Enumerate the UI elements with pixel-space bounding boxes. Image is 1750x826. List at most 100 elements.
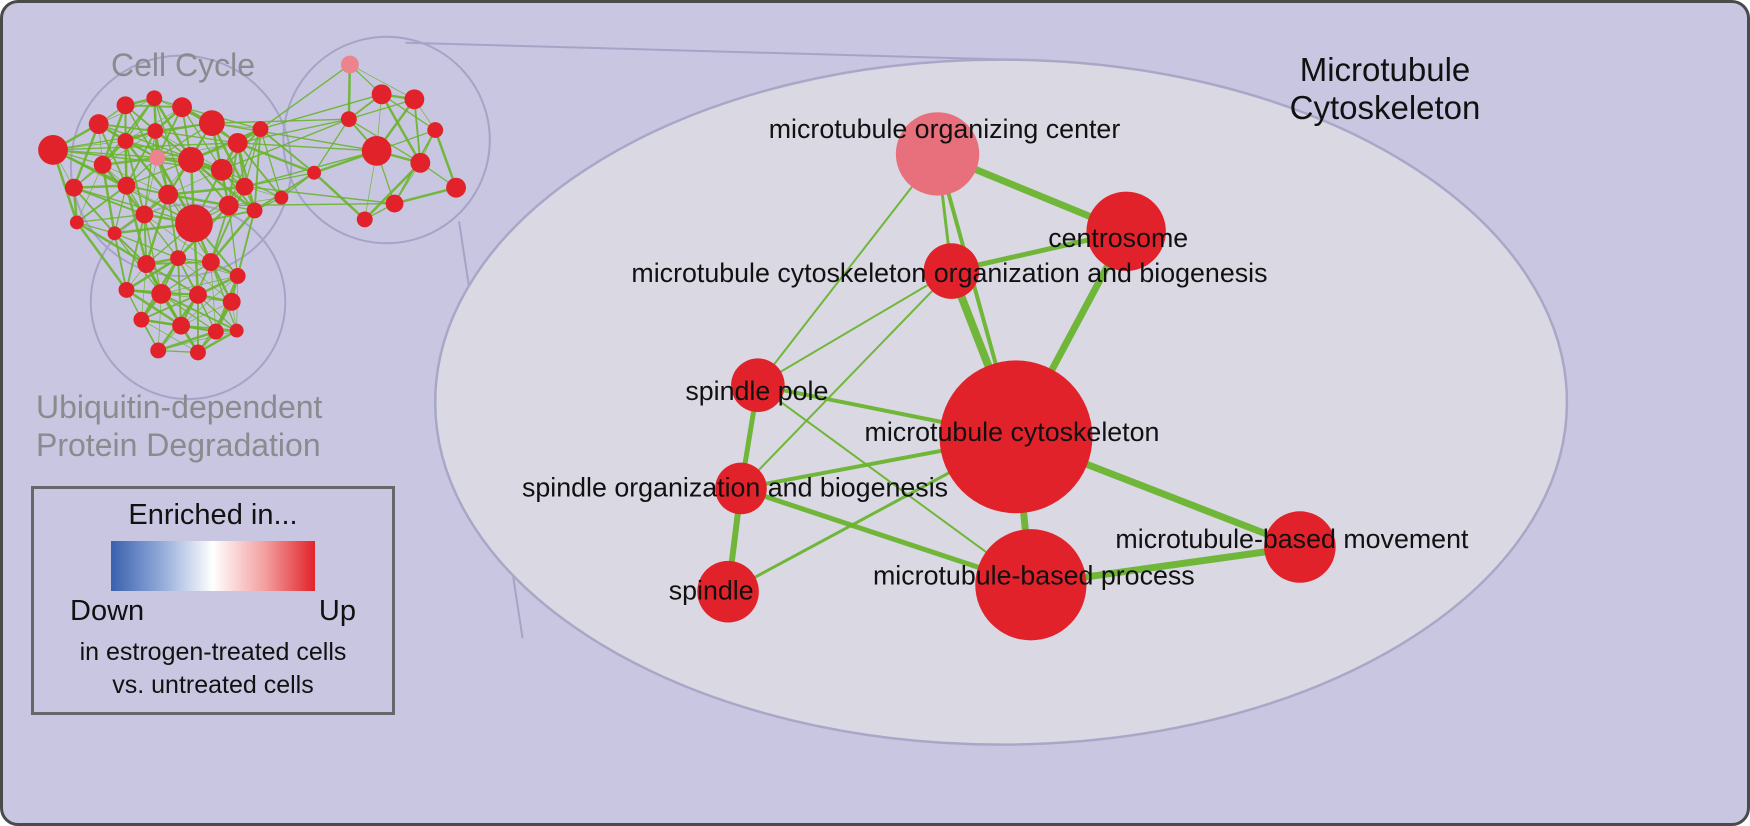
cluster-circle-microtubule — [282, 35, 491, 245]
overview-edge — [102, 156, 158, 167]
overview-edge — [260, 63, 351, 130]
overview-edge — [210, 261, 238, 331]
overview-edge — [244, 172, 315, 188]
legend-caption: in estrogen-treated cells vs. untreated … — [34, 636, 392, 701]
overview-node — [150, 342, 167, 359]
node-label-mbm: microtubule-based movement — [1115, 524, 1469, 554]
overview-edge — [75, 221, 128, 291]
overview-node — [252, 121, 269, 138]
legend-gradient-bar — [111, 541, 315, 591]
overview-edge — [144, 157, 158, 215]
zoom-cluster-title: Microtubule Cytoskeleton — [1235, 51, 1535, 128]
overview-node — [178, 146, 204, 173]
overview-edge — [228, 205, 239, 277]
overview-node — [274, 190, 289, 205]
overview-edge — [76, 184, 128, 224]
edge-sp-mbp — [757, 384, 1032, 586]
overview-node — [222, 292, 241, 311]
legend-caption-line1: in estrogen-treated cells — [79, 638, 347, 666]
overview-edge — [237, 118, 349, 144]
overview-node — [149, 149, 166, 166]
overview-edge — [76, 213, 145, 224]
edge-moc-sp — [757, 153, 939, 386]
overview-node — [147, 123, 164, 140]
overview-node — [361, 136, 392, 166]
overview-edge — [52, 149, 192, 161]
legend-up-label: Up — [318, 595, 356, 627]
overview-edge — [180, 301, 232, 326]
overview-edge — [113, 233, 128, 291]
overview-edge — [253, 129, 262, 211]
node-mtc — [939, 360, 1093, 514]
overview-edge — [236, 210, 256, 277]
overview-edge — [145, 194, 170, 265]
overview-edge — [168, 185, 245, 196]
overview-edge — [244, 185, 395, 205]
overview-edge — [125, 214, 146, 291]
overview-node — [427, 122, 444, 139]
overview-edge — [114, 232, 179, 259]
overview-edge — [125, 257, 179, 291]
overview-node — [189, 285, 207, 304]
node-spi — [697, 560, 759, 623]
overview-edge — [259, 128, 282, 198]
overview-edge — [52, 142, 238, 151]
overview-edge — [211, 122, 377, 152]
overview-node — [116, 96, 135, 115]
node-label-moc: microtubule organizing center — [769, 114, 1121, 144]
overview-node — [210, 158, 233, 181]
overview-edge — [221, 118, 350, 171]
overview-edge — [237, 141, 315, 174]
overview-edge — [236, 142, 256, 211]
overview-edge — [143, 214, 179, 259]
overview-node — [207, 323, 224, 340]
overview-node — [246, 202, 263, 219]
overview-edge — [143, 214, 162, 295]
overview-edge — [313, 118, 350, 174]
overview-edge — [180, 275, 238, 326]
overview-edge — [348, 98, 415, 120]
legend-down-label: Down — [70, 595, 145, 627]
overview-node — [190, 344, 206, 361]
node-mbp — [975, 529, 1087, 641]
overview-edge — [363, 161, 422, 221]
overview-edge — [73, 186, 195, 225]
node-label-mbp: microtubule-based process — [873, 561, 1195, 591]
zoom-cone-line — [405, 41, 1010, 61]
overview-node — [410, 152, 431, 173]
overview-edge — [155, 130, 238, 144]
overview-edge — [125, 185, 148, 265]
overview-edge — [76, 221, 147, 266]
overview-node — [446, 177, 466, 198]
overview-edge — [236, 142, 283, 199]
node-label-so: spindle organization and biogenesis — [522, 472, 948, 502]
overview-node — [117, 176, 136, 195]
overview-edge — [349, 64, 415, 100]
legend: Enriched in... Down Up in estrogen-treat… — [31, 486, 395, 715]
legend-title: Enriched in... — [128, 499, 298, 531]
overview-edge — [157, 330, 217, 352]
zoom-cluster-title-line1: Microtubule — [1299, 51, 1471, 88]
overview-edge — [160, 293, 238, 332]
overview-node — [88, 114, 109, 135]
node-moc — [895, 112, 980, 196]
overview-edge — [158, 330, 237, 351]
overview-edge — [102, 164, 169, 195]
node-label-cen: centrosome — [1048, 223, 1188, 253]
overview-edge — [141, 319, 199, 353]
overview-node — [229, 323, 244, 338]
network-canvas: microtubule organizing center centrosome m… — [38, 35, 1569, 746]
overview-edge — [72, 123, 100, 189]
overview-edge — [101, 104, 127, 166]
overview-edge — [161, 275, 238, 295]
overview-node — [235, 177, 254, 196]
overview-edge — [140, 294, 199, 321]
overview-node — [229, 268, 246, 284]
overview-node — [64, 178, 83, 197]
overview-node — [133, 311, 150, 328]
overview-node — [151, 283, 172, 304]
cluster-label-cell-cycle: Cell Cycle — [111, 47, 256, 83]
overview-node — [38, 135, 68, 165]
overview-edge — [380, 93, 422, 164]
cluster-label-ubiquitin-line2: Protein Degradation — [36, 426, 321, 463]
